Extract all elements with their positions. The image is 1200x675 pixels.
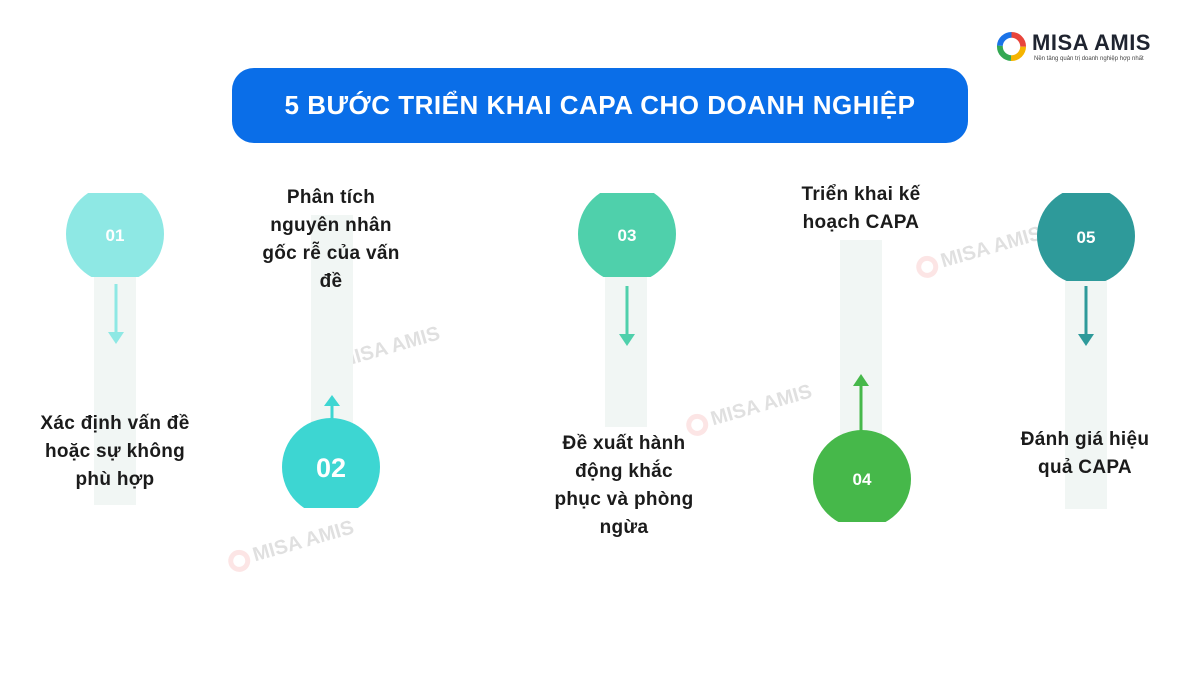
- step-05-line: Đánh giá hiệu: [1020, 429, 1150, 450]
- step-02-line: gốc rễ của vấn: [262, 243, 400, 264]
- step-02-number: 02: [316, 453, 346, 483]
- step-01-label: Xác định vấn đề hoặc sự không phù hợp: [10, 410, 220, 494]
- arrow-down-icon: [108, 284, 124, 344]
- step-02-label: Phân tích nguyên nhân gốc rễ của vấn đề: [226, 184, 436, 296]
- step-04-circle: 04: [813, 430, 911, 522]
- arrow-down-icon: [619, 286, 635, 346]
- misa-amis-logo: MISA AMIS Nền tảng quản trị doanh nghiệp…: [996, 28, 1156, 68]
- step-03-label: Đề xuất hành động khắc phục và phòng ngừ…: [519, 430, 729, 542]
- step-05-line: quả CAPA: [1038, 457, 1132, 478]
- misa-amis-logo-icon: [996, 31, 1027, 62]
- step-01-line: Xác định vấn đề: [40, 413, 190, 434]
- watermark: MISA AMIS: [225, 517, 356, 575]
- step-03-number: 03: [618, 226, 637, 245]
- step-05-circle: 05: [1037, 193, 1135, 281]
- watermark-text: MISA AMIS: [708, 380, 815, 431]
- watermark-text: MISA AMIS: [250, 516, 357, 567]
- step-02-track: [311, 215, 353, 430]
- title-banner: 5 BƯỚC TRIỂN KHAI CAPA CHO DOANH NGHIỆP: [232, 68, 968, 143]
- watermark-logo-icon: [913, 252, 941, 281]
- logo-tagline: Nền tảng quản trị doanh nghiệp hợp nhất: [1034, 56, 1144, 62]
- step-01-circle: 01: [66, 193, 164, 277]
- step-01-number: 01: [106, 226, 125, 245]
- step-04-number: 04: [853, 470, 872, 489]
- step-05-label: Đánh giá hiệu quả CAPA: [980, 426, 1190, 482]
- logo-name: MISA AMIS: [1032, 30, 1151, 55]
- page-title: 5 BƯỚC TRIỂN KHAI CAPA CHO DOANH NGHIỆP: [284, 90, 916, 120]
- arrow-up-icon: [853, 374, 869, 436]
- step-01-line: phù hợp: [75, 469, 155, 490]
- arrow-down-icon: [1078, 286, 1094, 346]
- step-02-circle: 02: [282, 418, 380, 508]
- step-02-line: nguyên nhân: [270, 215, 392, 236]
- watermark-logo-icon: [225, 546, 253, 575]
- step-04-line: Triển khai kế: [801, 184, 921, 205]
- step-03-line: phục và phòng: [554, 489, 694, 510]
- step-03-circle: 03: [578, 193, 676, 277]
- step-03-line: động khắc: [575, 461, 673, 482]
- step-03-line: ngừa: [599, 517, 649, 538]
- step-05-number: 05: [1077, 228, 1096, 247]
- step-02-line: Phân tích: [286, 187, 376, 208]
- step-01-line: hoặc sự không: [44, 441, 186, 462]
- step-02-line: đề: [319, 271, 343, 292]
- step-04-line: hoạch CAPA: [802, 212, 920, 233]
- step-04-label: Triển khai kế hoạch CAPA: [756, 181, 966, 237]
- step-03-line: Đề xuất hành: [562, 433, 686, 454]
